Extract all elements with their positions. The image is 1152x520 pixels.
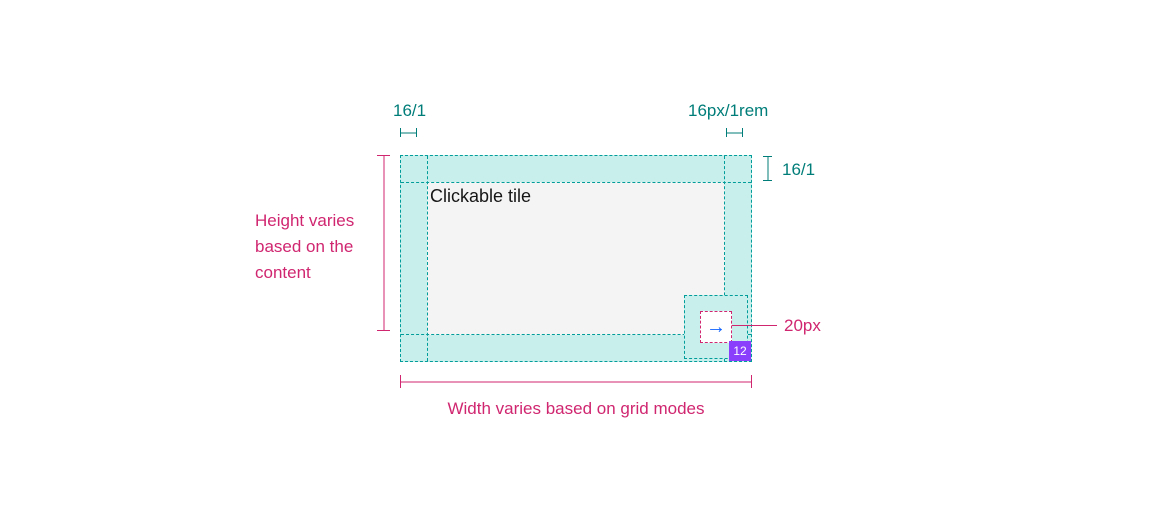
padding-guide-bottom [401, 334, 751, 335]
height-note-label: Height varies based on the content [255, 211, 355, 282]
clickable-tile: Clickable tile → 12 [400, 155, 752, 362]
spacing-token-badge: 12 [729, 341, 751, 361]
right-spacing-bracket [763, 156, 772, 181]
height-measure-line [377, 155, 390, 331]
top-left-spacing-label: 16/1 [393, 101, 427, 120]
tile-content-area: Clickable tile [427, 182, 725, 335]
tile-title: Clickable tile [430, 186, 532, 206]
top-left-spacing-bracket [400, 128, 417, 137]
padding-guide-left [427, 156, 428, 361]
arrow-right-icon: → [706, 315, 726, 338]
icon-size-box: → [700, 311, 732, 343]
width-measure-line [400, 375, 752, 388]
right-spacing-label: 16/1 [782, 160, 816, 179]
icon-size-label: 20px [784, 316, 821, 335]
top-right-spacing-label: 16px/1rem [688, 101, 769, 120]
padding-guide-right [724, 156, 725, 361]
icon-size-callout-line [732, 325, 777, 326]
width-note-label: Width varies based on grid modes [447, 399, 705, 418]
padding-guide-top [401, 182, 751, 183]
top-right-spacing-bracket [726, 128, 743, 137]
